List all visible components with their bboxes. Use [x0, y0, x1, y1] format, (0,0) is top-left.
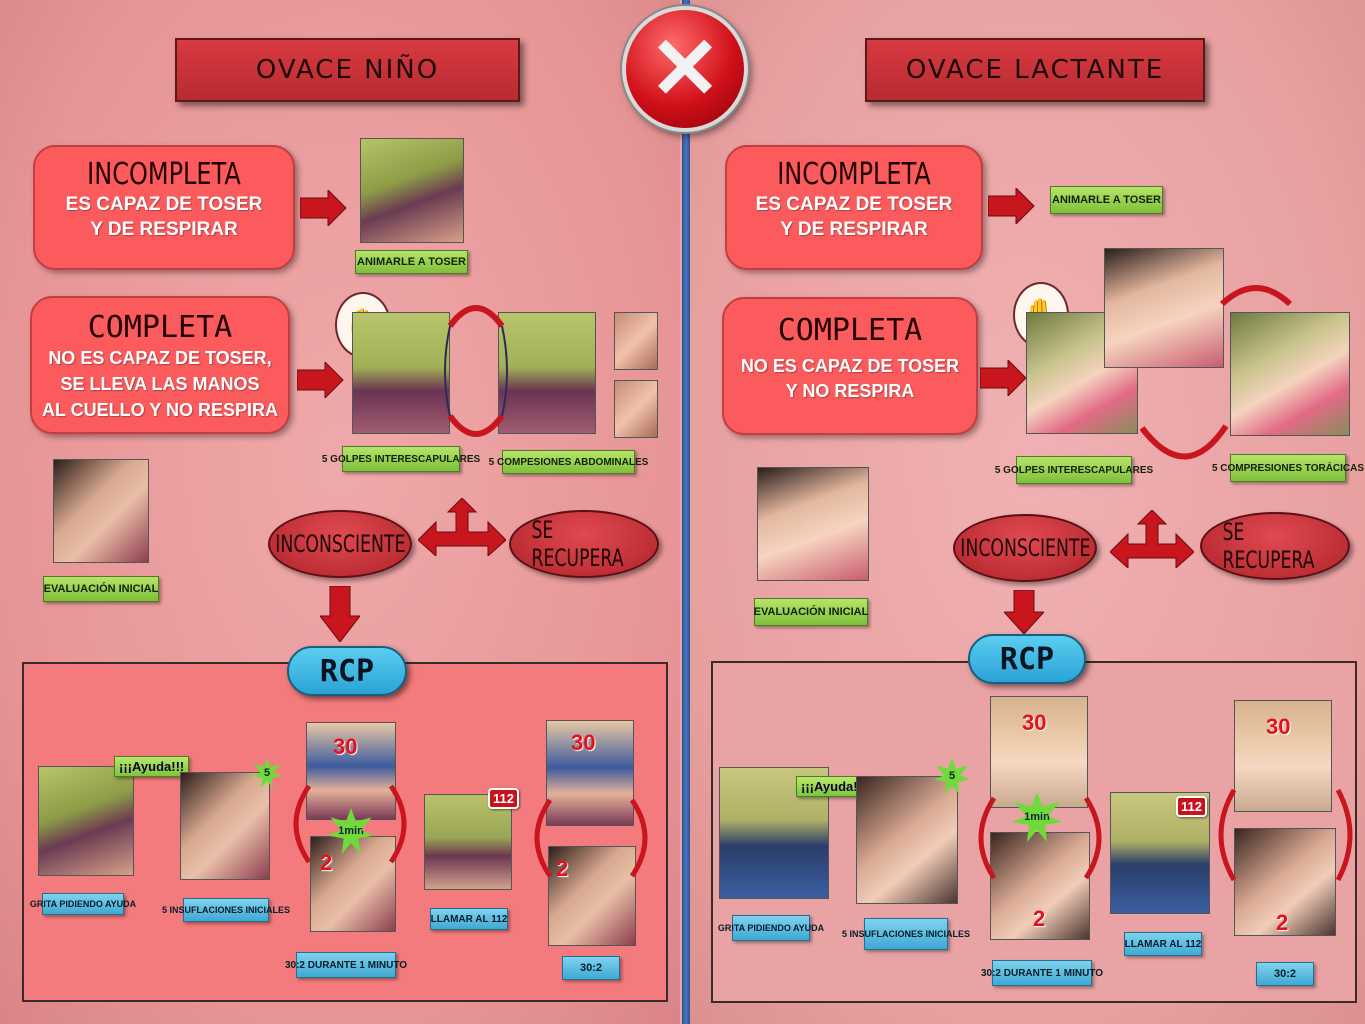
se-recupera-text: SE RECUPERA	[1222, 518, 1315, 574]
title-ovace-lactante: OVACE LACTANTE	[865, 38, 1205, 102]
photo-abdominal-thrusts-child	[498, 312, 596, 434]
panel-divider	[682, 0, 690, 1024]
photo-breaths-2-repeat	[548, 846, 636, 946]
completa-line1: NO ES CAPAZ DE TOSER,	[48, 348, 272, 368]
photo-chest-thrusts-infant	[1230, 312, 1350, 436]
label-ratio-30-2: 30:2	[1256, 962, 1314, 986]
completa-line3: AL CUELLO Y NO RESPIRA	[41, 400, 279, 420]
title-ovace-nino: OVACE NIÑO	[175, 38, 520, 102]
photo-compressions-30-repeat	[546, 720, 634, 826]
photo-shout-for-help-child	[38, 766, 134, 876]
arrow-right-icon	[297, 362, 344, 398]
rcp-pill-lactante: RCP	[968, 634, 1086, 684]
oval-se-recupera: SE RECUPERA	[1200, 512, 1350, 580]
incompleta-box-nino: INCOMPLETA ES CAPAZ DE TOSER Y DE RESPIR…	[33, 145, 295, 270]
completa-line2: SE LLEVA LAS MANOS	[60, 374, 260, 394]
label-grita-pidiendo-ayuda: GRITA PIDIENDO AYUDA	[30, 893, 136, 915]
photo-compressions-30-repeat	[1234, 700, 1332, 812]
label-llamar-112: LLAMAR AL 112	[1124, 932, 1202, 956]
label-grita-pidiendo-ayuda: GRITA PIDIENDO AYUDA	[718, 915, 824, 941]
photo-initial-evaluation-infant	[757, 467, 869, 581]
incompleta-line1: ES CAPAZ DE TOSER	[755, 194, 953, 215]
split-arrow-icon	[418, 498, 506, 556]
inconsciente-text: INCONSCIENTE	[274, 530, 406, 558]
incompleta-line2: Y DE RESPIRAR	[90, 219, 238, 240]
breaths-2-label: 2	[1033, 906, 1046, 931]
label-compresiones-toracicas: 5 COMPRESIONES TORÁCICAS	[1212, 454, 1364, 482]
photo-initial-evaluation-child	[53, 459, 149, 563]
photo-cough-encouragement	[360, 138, 464, 243]
photo-rescue-breaths-child	[180, 772, 270, 880]
label-insuflaciones-iniciales: 5 INSUFLACIONES INICIALES	[842, 918, 970, 950]
completa-title: COMPLETA	[777, 313, 923, 348]
photo-fist-detail	[614, 312, 658, 370]
oval-se-recupera: SE RECUPERA	[509, 510, 659, 578]
cycle-arrows-icon	[534, 798, 648, 878]
close-icon[interactable]: ✕	[622, 6, 748, 132]
oval-inconsciente: INCONSCIENTE	[953, 514, 1097, 582]
photo-breaths-2-repeat	[1234, 828, 1336, 936]
se-recupera-text: SE RECUPERA	[531, 516, 624, 572]
photo-chest-compressions-infant	[990, 696, 1088, 808]
label-30-2-durante-1-minuto: 30:2 DURANTE 1 MINUTO	[285, 952, 407, 978]
incompleta-line1: ES CAPAZ DE TOSER	[65, 194, 263, 215]
incompleta-box-lactante: INCOMPLETA ES CAPAZ DE TOSER Y DE RESPIR…	[725, 145, 983, 270]
label-evaluacion-inicial: EVALUACIÓN INICIAL	[43, 576, 159, 602]
photo-hand-grip-detail	[614, 380, 658, 438]
cycle-arrows-icon	[1139, 285, 1293, 460]
incompleta-line2: Y DE RESPIRAR	[780, 219, 928, 240]
arrow-right-icon	[980, 360, 1027, 396]
breaths-2-repeat-label: 2	[556, 856, 569, 881]
label-golpes-interescapulares: 5 GOLPES INTERESCAPULARES	[995, 456, 1153, 484]
label-animarle-toser: ANIMARLE A TOSER	[355, 250, 468, 274]
label-ratio-30-2: 30:2	[562, 956, 620, 980]
breaths-2-label: 2	[320, 850, 333, 875]
completa-box-lactante: COMPLETA NO ES CAPAZ DE TOSER Y NO RESPI…	[722, 297, 978, 435]
label-compresiones-abdominales: 5 COMPESIONES ABDOMINALES	[489, 450, 648, 474]
photo-calling-112-child	[424, 794, 512, 890]
cycle-arrows-icon	[978, 796, 1102, 880]
label-30-2-durante-1-minuto: 30:2 DURANTE 1 MINUTO	[981, 960, 1103, 986]
arrow-down-icon	[1004, 590, 1044, 634]
incompleta-title: INCOMPLETA	[777, 157, 931, 192]
completa-line1: NO ES CAPAZ DE TOSER	[740, 356, 960, 376]
arrow-right-icon	[300, 190, 347, 226]
inconsciente-text: INCONSCIENTE	[959, 534, 1091, 562]
help-speech-bubble: ¡¡¡Ayuda!!!	[796, 776, 872, 797]
photo-breaths-2-infant	[990, 832, 1090, 940]
photo-back-blows-child	[352, 312, 450, 434]
cycle-arrows-icon	[1218, 788, 1353, 882]
photo-rescue-breaths-infant	[856, 776, 958, 904]
completa-line2: Y NO RESPIRA	[785, 381, 915, 401]
photo-breaths-2-child	[310, 836, 396, 932]
split-arrow-icon	[1110, 510, 1194, 568]
compressions-30-label: 30	[333, 734, 358, 759]
label-llamar-112: LLAMAR AL 112	[430, 908, 508, 930]
completa-box-nino: COMPLETA NO ES CAPAZ DE TOSER, SE LLEVA …	[30, 296, 290, 434]
compressions-30-repeat-label: 30	[1266, 714, 1291, 739]
emergency-112-icon: 112	[1176, 796, 1207, 817]
breaths-2-repeat-label: 2	[1276, 910, 1289, 935]
label-insuflaciones-iniciales: 5 INSUFLACIONES INICIALES	[162, 898, 290, 922]
cycle-arrows-icon	[293, 784, 407, 864]
oval-inconsciente: INCONSCIENTE	[268, 510, 412, 578]
incompleta-title: INCOMPLETA	[87, 157, 241, 192]
label-animarle-toser: ANIMARLE A TOSER	[1050, 186, 1163, 214]
photo-infant-turn	[1104, 248, 1224, 368]
compressions-30-label: 30	[1022, 710, 1047, 735]
rcp-pill-nino: RCP	[287, 646, 407, 696]
label-evaluacion-inicial: EVALUACIÓN INICIAL	[754, 598, 868, 626]
label-golpes-interescapulares: 5 GOLPES INTERESCAPULARES	[322, 446, 480, 472]
completa-title: COMPLETA	[87, 310, 233, 345]
cycle-arrows-icon	[444, 305, 508, 437]
emergency-112-icon: 112	[488, 788, 519, 809]
arrow-right-icon	[988, 188, 1035, 224]
arrow-down-icon	[320, 586, 360, 642]
compressions-30-repeat-label: 30	[571, 730, 596, 755]
help-speech-bubble: ¡¡¡Ayuda!!!	[114, 756, 190, 777]
